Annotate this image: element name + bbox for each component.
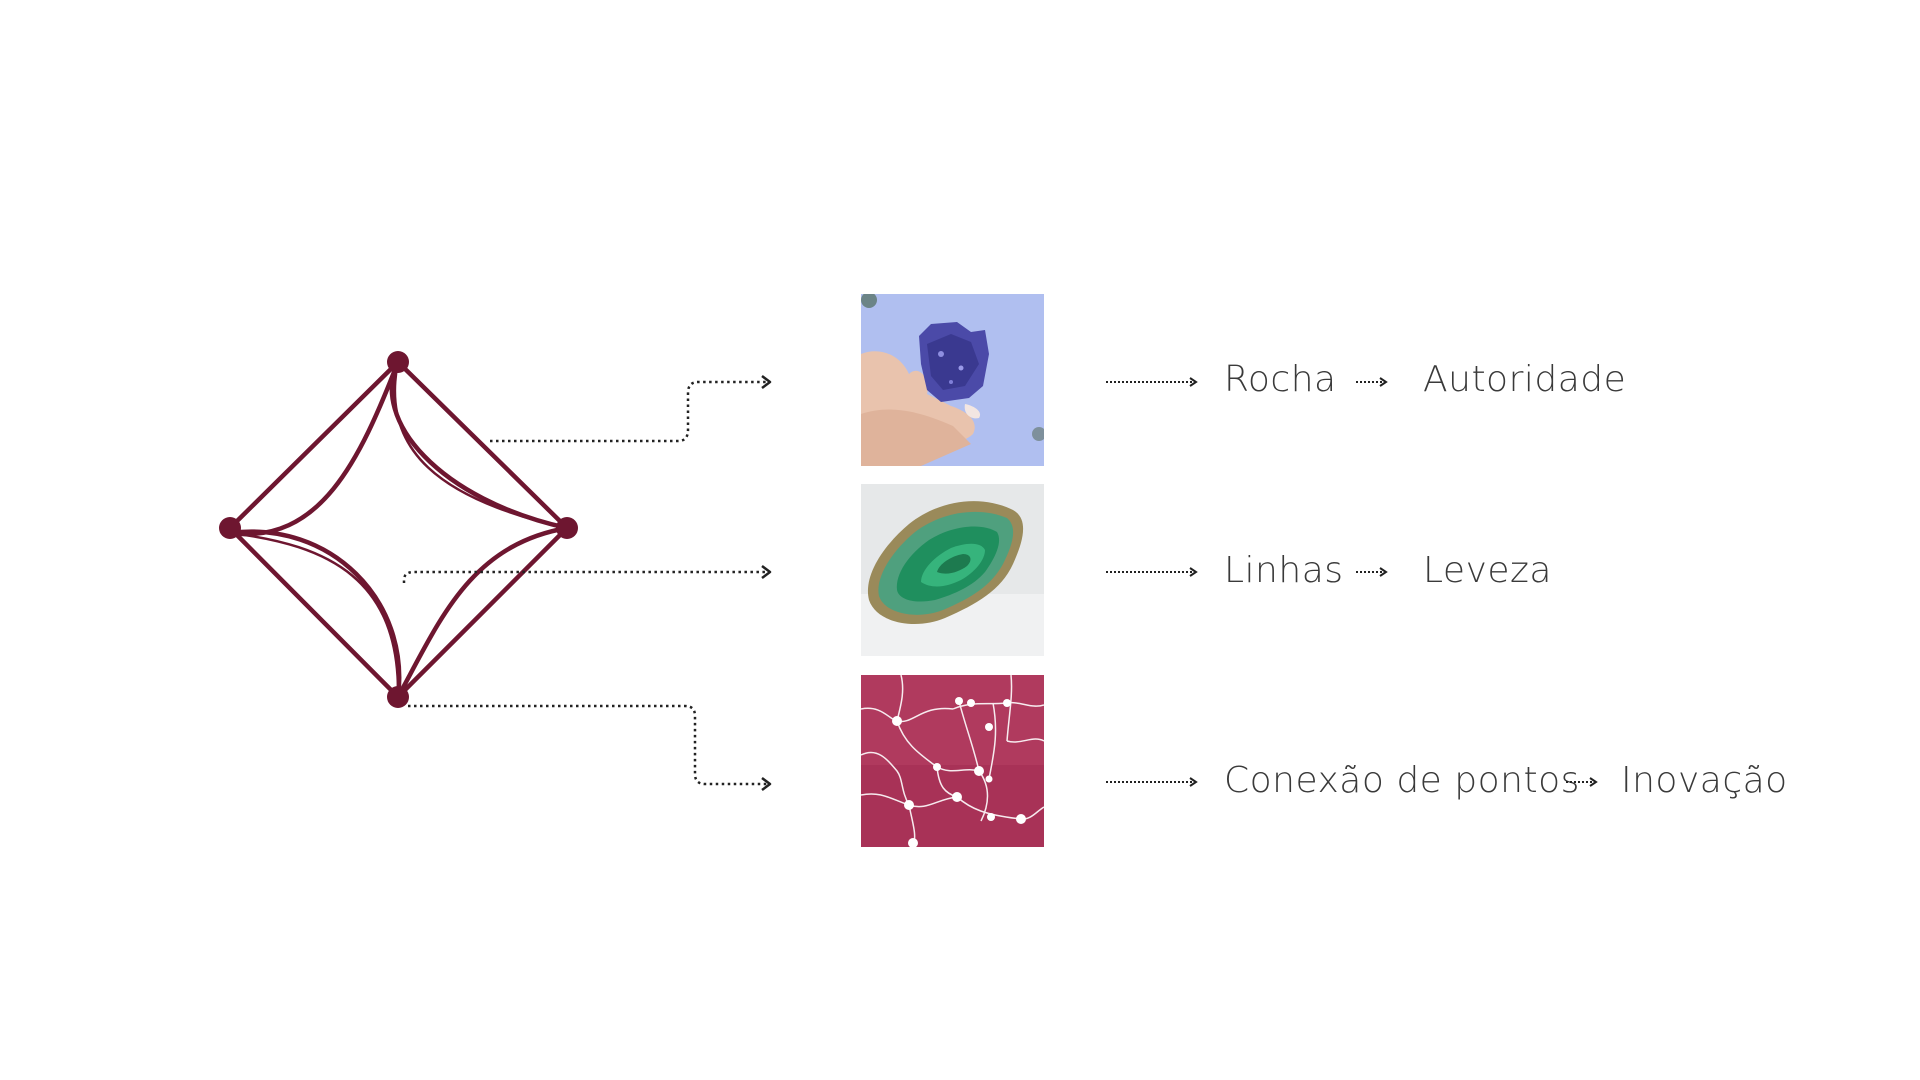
row-1-arrow-to-meaning	[1356, 377, 1388, 387]
concept-label-linhas: Linhas	[1224, 550, 1344, 591]
row-3-arrow-to-concept	[1106, 777, 1198, 787]
curve-bottom-left	[228, 531, 400, 699]
node-top	[387, 351, 409, 373]
diamond-symbol	[226, 358, 571, 701]
connectors	[402, 380, 768, 786]
arrowhead-top	[761, 375, 772, 389]
meaning-label-leveza: Leveza	[1423, 550, 1552, 591]
row-2-arrow-to-concept	[1106, 567, 1198, 577]
connector-top	[490, 380, 768, 443]
concept-label-rocha: Rocha	[1224, 359, 1337, 400]
row-2-arrow-to-meaning	[1356, 567, 1388, 577]
connected-points-network-image	[861, 675, 1044, 847]
node-left	[219, 517, 241, 539]
blue-rock-in-hand-photo	[861, 294, 1044, 466]
meaning-label-autoridade: Autoridade	[1423, 359, 1627, 400]
row-1-arrow-to-concept	[1106, 377, 1198, 387]
concept-label-conexao-de-pontos: Conexão de pontos	[1224, 760, 1580, 801]
arrowhead-middle	[761, 565, 772, 579]
meaning-label-inovacao: Inovação	[1621, 760, 1788, 801]
connector-bottom	[408, 704, 768, 786]
diamond-nodes	[219, 351, 578, 708]
node-right	[556, 517, 578, 539]
node-bottom	[387, 686, 409, 708]
connector-middle	[402, 570, 768, 583]
row-3-arrow-to-meaning	[1566, 777, 1598, 787]
curve-bottom-right	[395, 525, 570, 700]
curve-top-inner	[389, 359, 570, 531]
arrowhead-bottom	[761, 777, 772, 791]
curve-bottom-inner	[227, 529, 402, 700]
connector-arrowheads	[761, 375, 772, 791]
green-agate-slice-photo	[861, 484, 1044, 656]
